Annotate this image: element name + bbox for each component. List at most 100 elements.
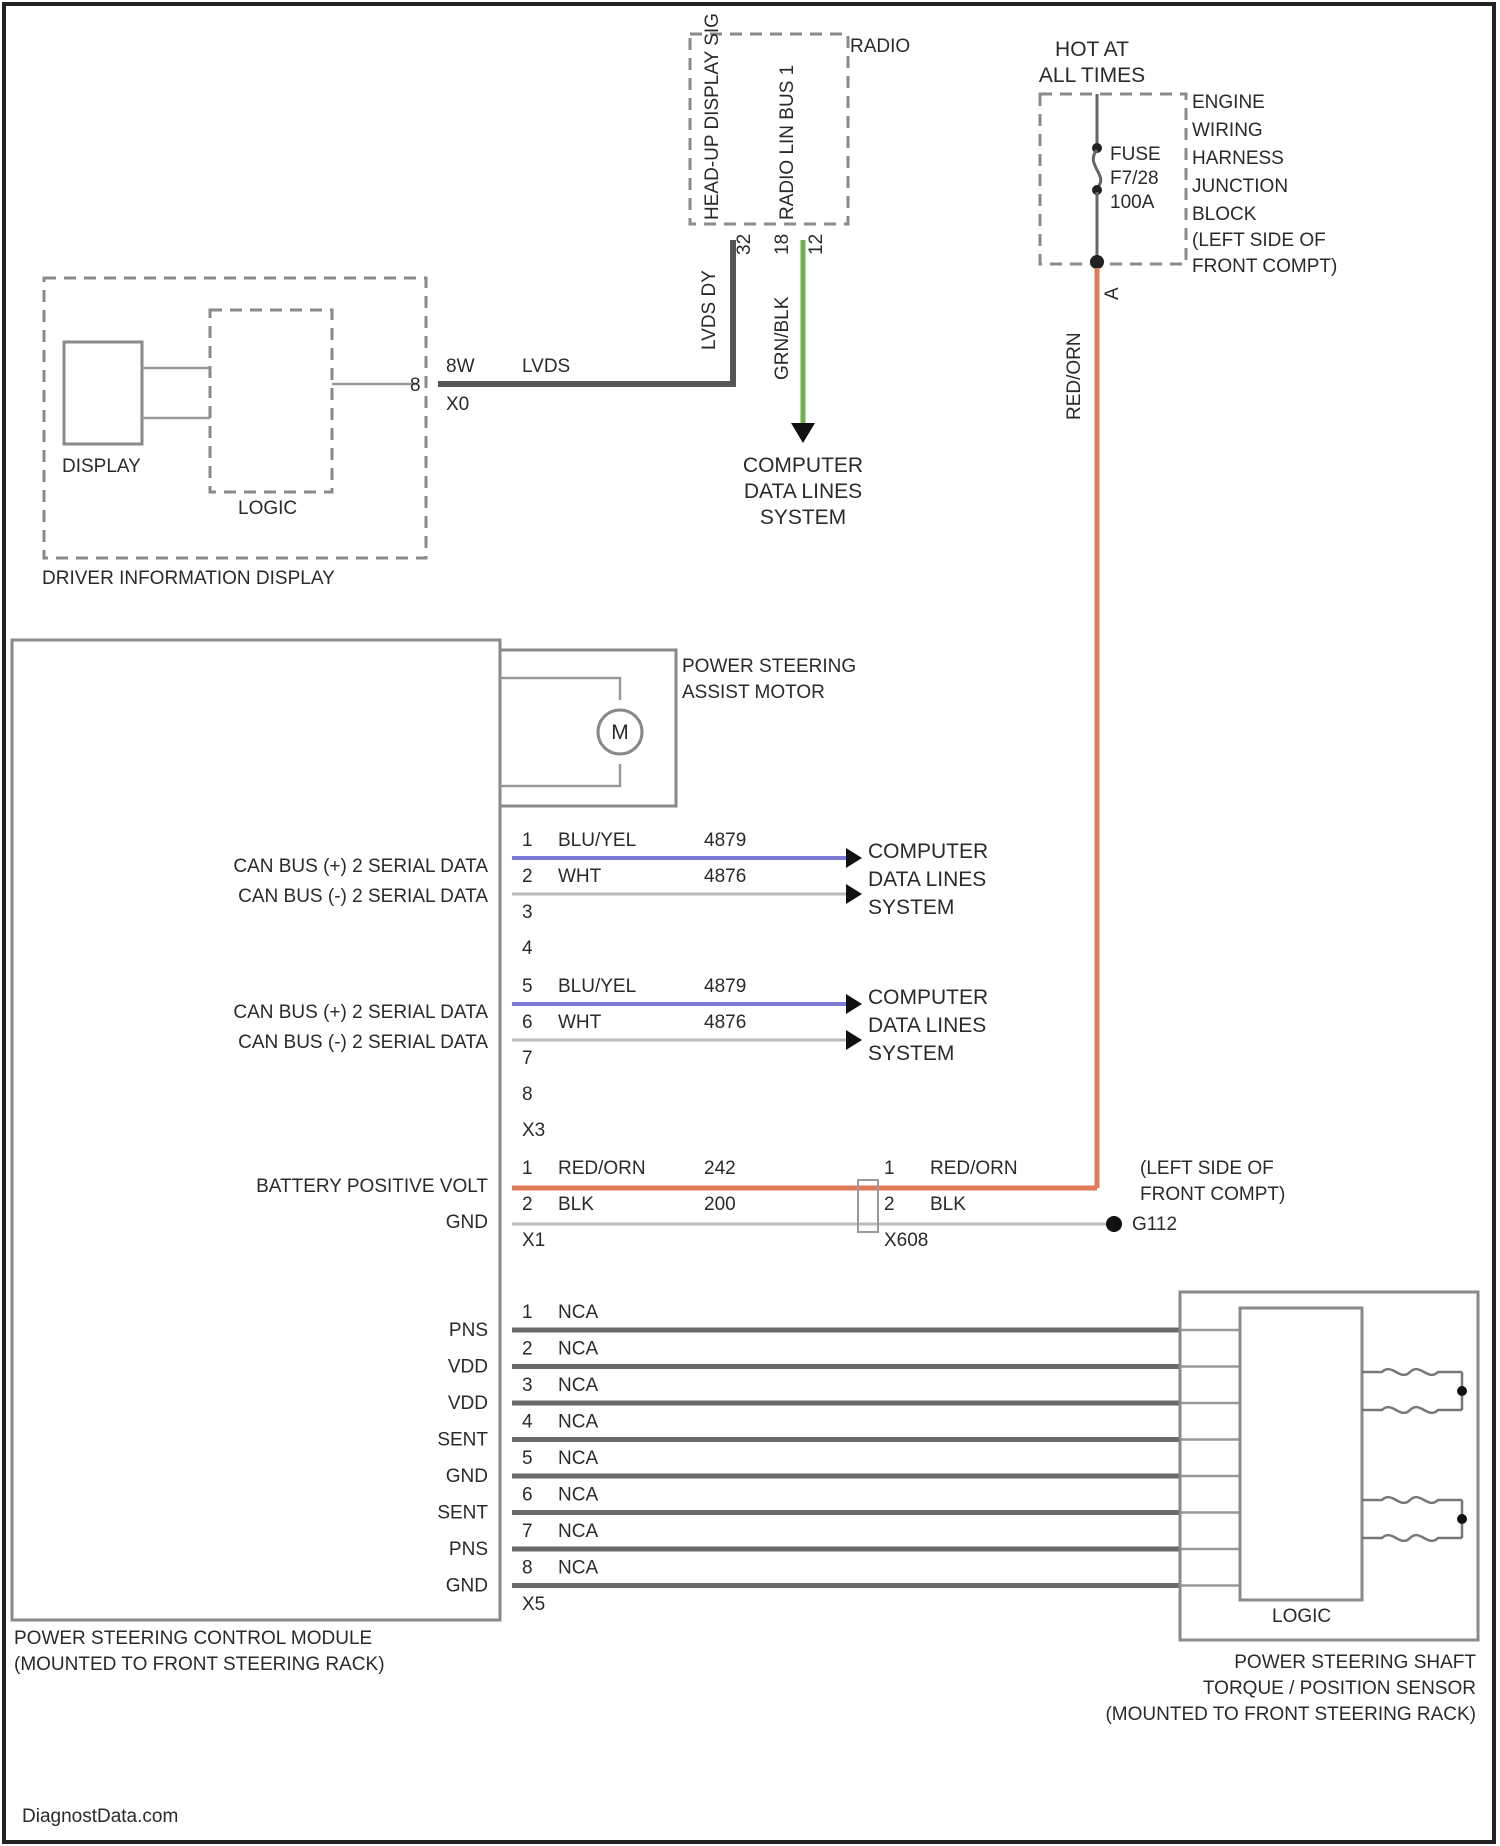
can-group-1: CAN BUS (+) 2 SERIAL DATA CAN BUS (-) 2 … [233, 830, 988, 959]
sensor-junction-icon [1457, 1514, 1467, 1524]
can1-high-arrow-icon [846, 848, 862, 868]
svg-text:200: 200 [704, 1194, 736, 1215]
lin-arrow-icon [791, 423, 815, 443]
svg-text:TORQUE / POSITION SENSOR: TORQUE / POSITION SENSOR [1203, 1678, 1476, 1699]
sensor-signal-label: SENT [437, 1430, 488, 1451]
fuse-rating: 100A [1110, 192, 1155, 213]
sensor-signal-label: SENT [437, 1503, 488, 1524]
svg-text:WHT: WHT [558, 866, 602, 887]
power-group: BATTERY POSITIVE VOLT GND 1 2 X1 RED/ORN… [256, 1158, 1285, 1251]
svg-text:1: 1 [522, 830, 533, 851]
sensor-connector: X5 [522, 1594, 545, 1615]
svg-text:BLK: BLK [558, 1194, 594, 1215]
svg-text:ENGINE: ENGINE [1192, 92, 1265, 113]
svg-text:POWER STEERING SHAFT: POWER STEERING SHAFT [1234, 1652, 1476, 1673]
motor-label-2: ASSIST MOTOR [682, 682, 825, 703]
motor-symbol: M [611, 721, 629, 744]
svg-text:6: 6 [522, 1012, 533, 1033]
svg-text:BLU/YEL: BLU/YEL [558, 830, 636, 851]
can2-signal-low: CAN BUS (-) 2 SERIAL DATA [238, 1032, 488, 1053]
svg-text:4879: 4879 [704, 830, 746, 851]
sensor-signal-label: PNS [449, 1320, 488, 1341]
sensor-pin-number: 5 [522, 1448, 533, 1469]
radio-title: RADIO [850, 36, 910, 57]
svg-text:COMPUTER: COMPUTER [743, 454, 863, 477]
sensor-pin-number: 7 [522, 1521, 533, 1542]
svg-text:POWER STEERING CONTROL MODULE: POWER STEERING CONTROL MODULE [14, 1628, 372, 1649]
radio-pin-12: 12 [806, 234, 827, 255]
svg-text:DATA LINES: DATA LINES [868, 868, 986, 891]
sensor-wire-label: NCA [558, 1302, 598, 1323]
radio-pin-label-hud: HEAD-UP DISPLAY SIG [702, 13, 723, 220]
radio-pin-18: 18 [772, 234, 793, 255]
fuse-id: F7/28 [1110, 168, 1159, 189]
svg-text:4876: 4876 [704, 1012, 746, 1033]
sensor-pin-number: 1 [522, 1302, 533, 1323]
can1-signal-low: CAN BUS (-) 2 SERIAL DATA [238, 886, 488, 907]
sensor-logic-label: LOGIC [1272, 1606, 1331, 1627]
radio-pin-label-lin: RADIO LIN BUS 1 [777, 65, 798, 220]
dic-wire-label: LVDS [522, 356, 570, 377]
svg-text:8: 8 [522, 1084, 533, 1105]
svg-text:JUNCTION: JUNCTION [1192, 176, 1288, 197]
svg-text:RED/ORN: RED/ORN [558, 1158, 646, 1179]
computer-data-lines-top: COMPUTER DATA LINES SYSTEM [743, 454, 863, 529]
svg-text:(MOUNTED TO FRONT STEERING RAC: (MOUNTED TO FRONT STEERING RACK) [14, 1654, 385, 1675]
svg-text:4: 4 [522, 938, 533, 959]
sensor-pin-number: 4 [522, 1412, 533, 1433]
fuse-icon [1093, 150, 1101, 188]
logic-label: LOGIC [238, 498, 297, 519]
radio-module: RADIO HEAD-UP DISPLAY SIG RADIO LIN BUS … [690, 13, 910, 380]
svg-text:BLK: BLK [930, 1194, 966, 1215]
svg-text:(LEFT SIDE OF: (LEFT SIDE OF [1140, 1158, 1274, 1179]
psc-module-box [12, 640, 500, 1620]
svg-text:DATA LINES: DATA LINES [744, 480, 862, 503]
svg-text:1: 1 [884, 1158, 895, 1179]
svg-text:RED/ORN: RED/ORN [930, 1158, 1018, 1179]
sensor-element-icon [1362, 1497, 1462, 1503]
svg-text:2: 2 [522, 1194, 533, 1215]
svg-text:BLU/YEL: BLU/YEL [558, 976, 636, 997]
svg-text:7: 7 [522, 1048, 533, 1069]
dic-connector-label: 8W [446, 356, 475, 377]
svg-text:COMPUTER: COMPUTER [868, 986, 988, 1009]
battery-signal: BATTERY POSITIVE VOLT [256, 1176, 488, 1197]
dic-pin-8: 8 [410, 375, 421, 396]
svg-text:WIRING: WIRING [1192, 120, 1263, 141]
sensor-wire-label: NCA [558, 1521, 598, 1542]
sensor-signal-label: GND [446, 1576, 488, 1597]
svg-text:4879: 4879 [704, 976, 746, 997]
svg-text:(LEFT SIDE OF: (LEFT SIDE OF [1192, 230, 1326, 251]
svg-text:5: 5 [522, 976, 533, 997]
fuse-label: FUSE [1110, 144, 1161, 165]
can-group-2: CAN BUS (+) 2 SERIAL DATA CAN BUS (-) 2 … [233, 976, 988, 1141]
sensor-pin-number: 2 [522, 1339, 533, 1360]
svg-text:SYSTEM: SYSTEM [868, 896, 954, 919]
psc-module-label: POWER STEERING CONTROL MODULE (MOUNTED T… [14, 1628, 385, 1675]
driver-information-display: DISPLAY LOGIC DRIVER INFORMATION DISPLAY… [42, 278, 570, 589]
sensor-pin-number: 3 [522, 1375, 533, 1396]
battery-feed-wire-label: RED/ORN [1064, 332, 1085, 420]
can2-signal-high: CAN BUS (+) 2 SERIAL DATA [233, 1002, 488, 1023]
svg-text:SYSTEM: SYSTEM [868, 1042, 954, 1065]
svg-text:WHT: WHT [558, 1012, 602, 1033]
sensor-junction-icon [1457, 1386, 1467, 1396]
display-label: DISPLAY [62, 456, 141, 477]
svg-text:2: 2 [522, 866, 533, 887]
torque-position-sensor: LOGIC POWER STEERING SHAFT TORQUE / POSI… [1105, 1292, 1478, 1725]
can1-signal-high: CAN BUS (+) 2 SERIAL DATA [233, 856, 488, 877]
sensor-wire-label: NCA [558, 1412, 598, 1433]
svg-text:2: 2 [884, 1194, 895, 1215]
can2-high-arrow-icon [846, 994, 862, 1014]
fuse-pin-a: A [1102, 287, 1123, 300]
can2-low-arrow-icon [846, 1030, 862, 1050]
gnd-signal: GND [446, 1212, 488, 1233]
sensor-element-icon [1362, 1407, 1462, 1413]
sensor-pin-number: 6 [522, 1485, 533, 1506]
sensor-wire-label: NCA [558, 1339, 598, 1360]
lvds-wire [438, 240, 733, 384]
lvds-wire-label: LVDS DY [699, 270, 720, 350]
power-steering-assist-motor: M POWER STEERING ASSIST MOTOR [500, 650, 856, 806]
power-connector: X1 [522, 1230, 545, 1251]
